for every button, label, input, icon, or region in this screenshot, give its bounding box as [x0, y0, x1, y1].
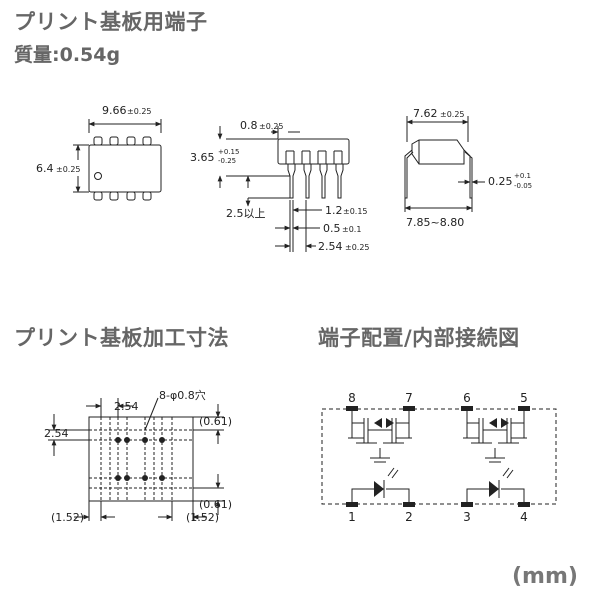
lead-thick-tol-minus: -0.05: [514, 182, 532, 190]
margin-left: (1.52): [51, 511, 84, 524]
height-dim: 6.4: [36, 162, 54, 175]
pcb-layout: [48, 397, 224, 521]
margin-top: (0.61): [199, 415, 232, 428]
row-spacing-tol: ±0.25: [440, 110, 465, 119]
circuit-pin-label: 1: [348, 510, 356, 524]
unit-label: (mm): [512, 564, 578, 589]
pcb-pitch-v: 2.54: [44, 427, 69, 440]
pitch-dim: 2.54: [318, 240, 343, 253]
circuit-pin-pads: [346, 406, 530, 507]
pitch-tol: ±0.25: [345, 243, 370, 252]
page-title: プリント基板用端子: [14, 10, 208, 34]
circuit-diagram: [321, 406, 557, 507]
circuit-pin-label: 6: [463, 391, 471, 405]
circuit-pin-labels-top: 8 7 6 5: [348, 391, 528, 405]
circuit-pin-label: 8: [348, 391, 356, 405]
pcb-pitch-h: 2.54: [114, 400, 139, 413]
margin-right: (1.52): [186, 511, 219, 524]
circuit-pin-label: 2: [405, 510, 413, 524]
side-leads: [285, 150, 344, 199]
body-height-dim: 3.65: [190, 151, 215, 164]
body-height-tol-minus: -0.25: [218, 157, 236, 165]
pin-width-tol: ±0.25: [259, 122, 284, 131]
pcb-title: プリント基板加工寸法: [14, 326, 229, 350]
circuit-pin-label: 4: [520, 510, 528, 524]
circuit-pin-label: 5: [520, 391, 528, 405]
weight-label: 質量:0.54g: [14, 44, 121, 66]
lead-length: 2.5以上: [226, 207, 266, 220]
lead-span: 7.85~8.80: [406, 216, 464, 229]
width-tol: ±0.25: [127, 107, 152, 116]
pin-pitch-small-tol: ±0.15: [343, 207, 368, 216]
circuit-diode-symbols: [374, 418, 509, 497]
circuit-title: 端子配置/内部接続図: [318, 326, 520, 350]
margin-bottom: (0.61): [199, 498, 232, 511]
bottom-pins: [93, 191, 152, 201]
lead-thick-dim: 0.25: [488, 175, 513, 188]
pin-width-dim: 0.8: [240, 119, 258, 132]
height-tol: ±0.25: [56, 165, 81, 174]
top-pins: [93, 136, 152, 146]
circuit-pin-label: 7: [405, 391, 413, 405]
pin-pitch-small-dim: 1.2: [325, 204, 343, 217]
row-spacing-dim: 7.62: [413, 107, 438, 120]
body-height-tol-plus: +0.15: [218, 148, 239, 156]
width-dim: 9.66: [102, 104, 127, 117]
lead-thick-tol-plus: +0.1: [514, 172, 531, 180]
circuit-pin-label: 3: [463, 510, 471, 524]
lead-width-dim: 0.5: [323, 222, 341, 235]
side-view-outline: [217, 126, 350, 252]
end-view-outline: [404, 116, 485, 212]
top-view-outline: [73, 119, 162, 201]
pcb-holes: [115, 437, 165, 481]
hole-spec: 8-φ0.8穴: [159, 388, 206, 402]
lead-width-tol: ±0.1: [342, 225, 361, 234]
circuit-pin-labels-bottom: 1 2 3 4: [348, 510, 528, 524]
